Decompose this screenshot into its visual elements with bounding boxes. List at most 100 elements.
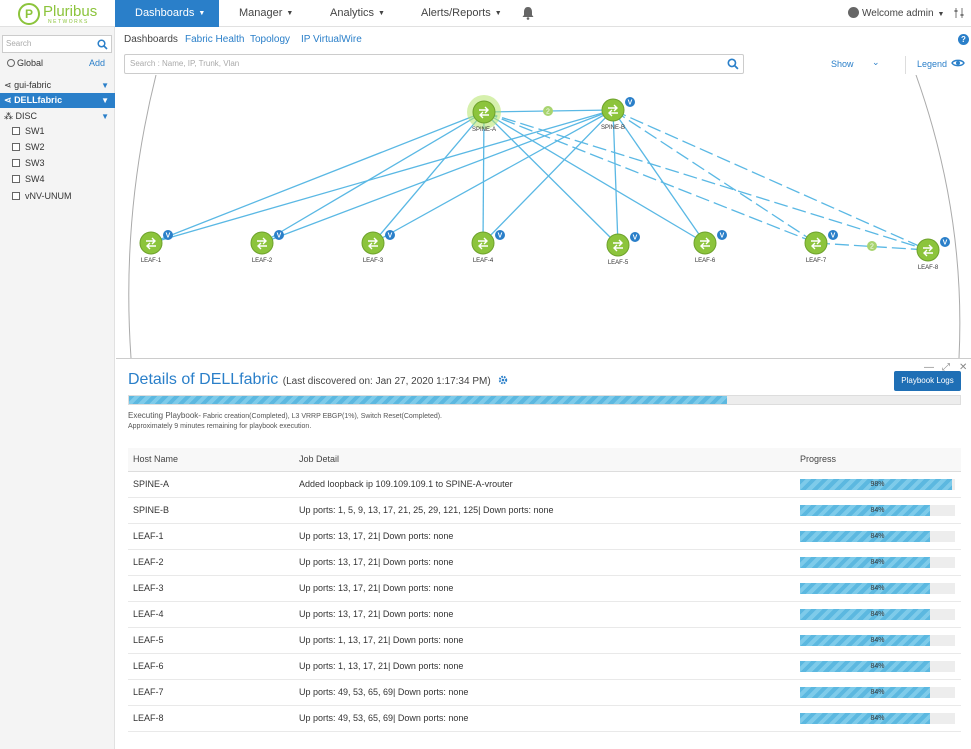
bell-icon[interactable] (521, 6, 535, 20)
brand-logo[interactable]: P Pluribus NETWORKS (18, 3, 118, 25)
link-count-badge[interactable]: 2 (867, 241, 877, 251)
progress-bar: 84% (800, 686, 955, 698)
nav-manager[interactable]: Manager▼ (239, 0, 293, 27)
link-line-dashed[interactable] (483, 111, 817, 244)
tree-item-dellfabric[interactable]: ⋖ DELLfabric ▼ (0, 93, 115, 108)
link-line[interactable] (372, 111, 485, 244)
nav-analytics[interactable]: Analytics▼ (330, 0, 385, 27)
link-line[interactable] (261, 109, 614, 244)
checkbox[interactable] (12, 127, 20, 135)
help-icon[interactable]: ? (958, 34, 969, 45)
tab-fabric-health[interactable]: Fabric Health (185, 34, 245, 45)
link-line[interactable] (483, 111, 706, 244)
user-icon (848, 7, 859, 18)
executing-prefix: Executing Playbook- (128, 411, 201, 420)
column-host[interactable]: Host Name (128, 448, 294, 472)
close-icon[interactable]: ✕ (959, 362, 968, 373)
expand-icon[interactable]: ⤢ (942, 362, 950, 373)
chevron-down-icon[interactable]: ⌄ (872, 57, 880, 67)
sidebar-search-input[interactable]: Search (2, 35, 112, 53)
checkbox[interactable] (12, 192, 20, 200)
eye-icon[interactable] (951, 58, 965, 68)
canvas-boundary (915, 75, 961, 358)
tab-topology[interactable]: Topology (250, 34, 291, 45)
chevron-down-icon: ▼ (286, 10, 294, 17)
link-line-dashed[interactable] (612, 109, 929, 251)
job-cell: Up ports: 13, 17, 21| Down ports: none (294, 601, 795, 628)
switch-node[interactable]: SPINE-A (467, 95, 501, 133)
add-fabric-link[interactable]: Add (89, 58, 106, 68)
link-line-dashed[interactable] (612, 109, 817, 244)
link-line[interactable] (150, 111, 485, 244)
switch-label: vNV-UNUM (25, 191, 72, 201)
link-count-badge[interactable]: 2 (543, 106, 553, 116)
global-scope[interactable]: Global (7, 58, 43, 68)
link-line[interactable] (482, 109, 614, 244)
caret-down-icon[interactable]: ▼ (101, 81, 109, 90)
link-line[interactable] (150, 109, 614, 244)
topology-search-input[interactable]: Search : Name, IP, Trunk, Vlan (124, 54, 744, 74)
checkbox[interactable] (12, 175, 20, 183)
progress-fill (800, 478, 952, 490)
link-line[interactable] (261, 111, 485, 244)
link-line[interactable] (372, 109, 614, 244)
link-line[interactable] (612, 109, 619, 246)
sliders-icon[interactable] (953, 7, 965, 19)
checkbox[interactable] (12, 159, 20, 167)
caret-down-icon[interactable]: ▼ (101, 112, 109, 121)
badge-label: 2 (870, 244, 874, 251)
show-dropdown[interactable]: Show (831, 59, 854, 69)
switch-item-sw1[interactable]: SW1 (12, 126, 45, 136)
search-icon[interactable] (727, 58, 739, 70)
progress-fill (800, 686, 931, 698)
executing-detail: Fabric creation(Completed), L3 VRRP EBGP… (200, 413, 443, 420)
legend-button[interactable]: Legend (917, 59, 948, 69)
caret-down-icon[interactable]: ▼ (101, 96, 109, 105)
switch-item-sw3[interactable]: SW3 (12, 158, 45, 168)
vlag-badge-label: V (633, 235, 638, 242)
column-progress[interactable]: Progress (795, 448, 961, 472)
nav-alerts-label: Alerts/Reports (421, 7, 491, 19)
column-job[interactable]: Job Detail (294, 448, 795, 472)
link-line-dashed[interactable] (483, 111, 929, 251)
search-icon[interactable] (97, 39, 108, 50)
gear-icon[interactable] (498, 375, 508, 385)
link-line[interactable] (483, 111, 619, 246)
global-label: Global (17, 58, 44, 68)
switch-item-sw2[interactable]: SW2 (12, 142, 45, 152)
tree-item-gui-fabric[interactable]: ⋖ gui-fabric ▼ (0, 78, 115, 93)
nav-alerts[interactable]: Alerts/Reports▼ (421, 0, 502, 27)
tab-dashboards[interactable]: Dashboards (124, 34, 178, 45)
tree-item-disc[interactable]: ⁂ DISC ▼ (0, 109, 115, 124)
user-menu[interactable]: Welcome admin▼ (848, 0, 944, 27)
tab-ip-virtualwire[interactable]: IP VirtualWire (301, 34, 362, 45)
minimize-icon[interactable]: — (924, 362, 934, 373)
nav-dashboards[interactable]: Dashboards▼ (115, 0, 219, 27)
link-line[interactable] (482, 111, 485, 244)
link-line[interactable] (612, 109, 706, 244)
switch-item-sw4[interactable]: SW4 (12, 174, 45, 184)
playbook-logs-button[interactable]: Playbook Logs (894, 371, 961, 391)
checkbox[interactable] (12, 143, 20, 151)
switch-item-vnv-unum[interactable]: vNV-UNUM (12, 191, 72, 201)
